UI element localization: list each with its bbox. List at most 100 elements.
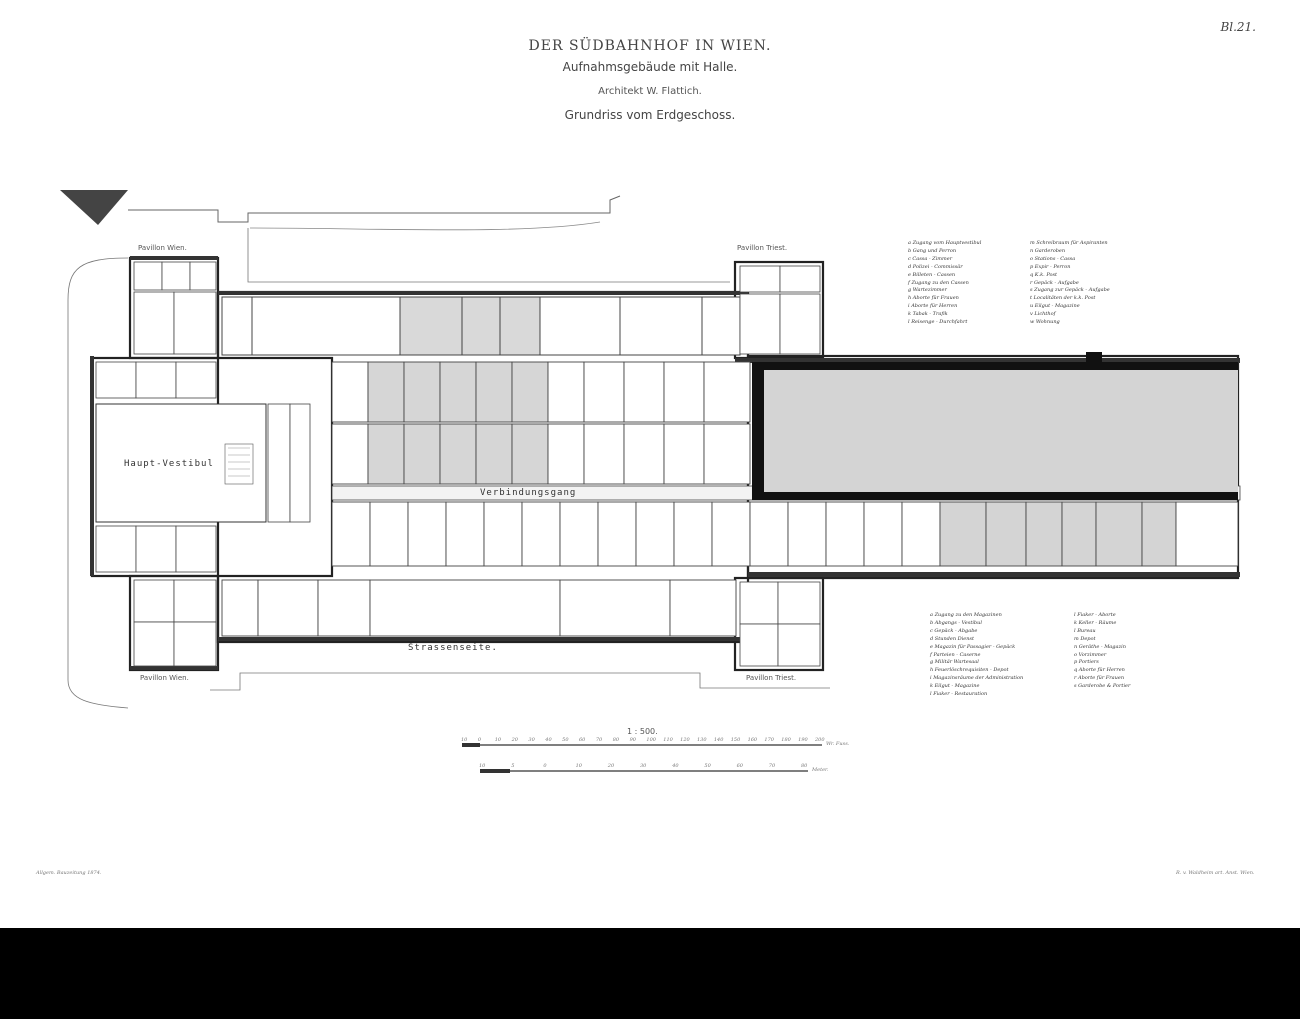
legend-entry: b Gang und Perron (908, 247, 957, 254)
legend-top-right: m Schreibraum für Aspiranten n Garderobe… (1030, 240, 1110, 327)
scale-tick-label: 50 (562, 737, 569, 743)
legend-entry: h Aborte für Frauen (908, 295, 959, 302)
scale-tick-label: 0 (543, 763, 547, 769)
street-rooms (221, 579, 737, 637)
legend-entry: u Eilgut - Magazine (1030, 303, 1080, 310)
bottom-band (0, 928, 1300, 1019)
legend-entry: d Polizei - Commissär (908, 263, 963, 270)
legend-entry: l Fiaker - Aborte (1074, 612, 1116, 618)
legend-entry: i Aborte für Herren (908, 303, 958, 310)
legend-entry: n Geräthe - Magazin (1074, 643, 1126, 650)
legend-entry: i Magazinsräume der Administration (930, 675, 1024, 682)
legend-top-left: a Zugang vom Hauptvestibul b Gang und Pe… (908, 240, 981, 327)
legend-entry: g Wartezimmer (908, 287, 947, 294)
legend-entry: a Zugang vom Hauptvestibul (908, 240, 982, 246)
legend-entry: q Aborte für Herren (1074, 667, 1125, 674)
lower-rooms (331, 501, 1239, 567)
scale-tick-label: 70 (595, 737, 603, 743)
legend-entry: v Lichthof (1030, 311, 1056, 318)
legend-entry: t Localitäten der k.k. Post (1030, 295, 1096, 302)
scale-tick-label: 60 (736, 763, 743, 769)
scale-tick-label: 10 (494, 737, 502, 743)
legend-entry: p Expir - Perron (1030, 263, 1071, 270)
legend-entry: e Billeten - Cassen (908, 271, 956, 278)
legend-entry: o Stations - Cassa (1030, 255, 1076, 262)
legend-entry: s Garderobe & Portier (1074, 683, 1131, 690)
legend-entry: f Zugang zu den Cassen (908, 279, 969, 286)
label-pavilion-triest-bottom: Pavillon Triest. (746, 674, 797, 682)
scale-tick-label: 20 (607, 763, 615, 769)
drawing-sheet: Bl.21. DER SÜDBAHNHOF IN WIEN. Aufnahmsg… (36, 20, 1256, 876)
label-strassenseite: Strassenseite. (408, 643, 498, 653)
scale-tick-label: 140 (713, 737, 724, 743)
legend-entry: p Portiers (1074, 659, 1099, 666)
legend-entry: m Schreibraum für Aspiranten (1030, 240, 1108, 246)
label-pavilion-triest-top: Pavillon Triest. (737, 244, 788, 252)
scale-tick-label: 40 (545, 737, 552, 743)
legend-entry: q K.k. Post (1030, 271, 1058, 278)
scale-tick-label: 170 (764, 737, 774, 743)
train-hall (752, 352, 1238, 500)
legend-bottom-left: a Zugang zu den Magazinen b Abgangs - Ve… (930, 612, 1023, 699)
scale-tick-label: 10 (479, 763, 486, 769)
legend-entry: f Parteien - Caserne (930, 651, 981, 658)
scale-tick-label: 110 (663, 737, 673, 743)
legend-entry: c Cassa - Zimmer (908, 255, 953, 262)
legend-entry: h Feuerlöschrequisiten - Depot (930, 667, 1009, 674)
legend-entry: r Gepäck - Aufgabe (1030, 279, 1079, 286)
legend-entry: d Stunden Dienst (930, 635, 974, 642)
scale-ratio: 1 : 500. (627, 727, 658, 736)
sheet-title: DER SÜDBAHNHOF IN WIEN. (528, 38, 772, 54)
scale-tick-label: 200 (815, 737, 825, 743)
scale-tick-label: 50 (704, 763, 711, 769)
scale-tick-label: 70 (768, 763, 776, 769)
scale-bar-feet (462, 743, 822, 747)
legend-entry: l Bureau (1074, 627, 1096, 634)
plan-name: Grundriss vom Erdgeschoss. (564, 108, 736, 122)
legend-entry: o Vorzimmer (1074, 651, 1107, 658)
scale-tick-label: 60 (579, 737, 586, 743)
legend-entry: g Militär Wartesaal (930, 659, 979, 666)
scale-tick-label: 150 (730, 737, 741, 743)
scale-tick-label: 130 (697, 737, 707, 743)
scale-tick-label: 20 (511, 737, 518, 743)
scale-meter-unit: Meter. (812, 767, 829, 773)
wall-columns (90, 256, 1240, 670)
legend-entry: b Abgangs - Vestibul (930, 619, 982, 626)
scale-tick-label: 80 (612, 737, 620, 743)
credit-right: R. v. Waldheim art. Anst. Wien. (1176, 870, 1255, 876)
legend-entry: r Aborte für Frauen (1074, 675, 1125, 682)
sheet-number: Bl.21. (1220, 20, 1256, 34)
floor-plan-drawing (60, 190, 1241, 773)
legend-bottom-right: l Fiaker - Aborte k Keller - Räume l Bur… (1074, 612, 1130, 691)
legend-entry: a Zugang zu den Magazinen (930, 612, 1002, 618)
label-verbindungsgang: Verbindungsgang (480, 488, 577, 498)
upper-rooms (221, 296, 741, 356)
scale-tick-label: 180 (781, 737, 791, 743)
scale-feet-unit: Wr. Fuss. (826, 741, 850, 747)
middle-rooms (331, 361, 751, 485)
legend-entry: n Garderoben (1030, 247, 1066, 254)
legend-entry: l Fiaker - Restauration (930, 691, 988, 698)
scale-tick-label: 80 (801, 763, 808, 769)
left-pavilion-rooms (95, 261, 311, 667)
scale-tick-label: 90 (629, 737, 636, 743)
scale-tick-label: 100 (646, 737, 656, 743)
legend-entry: k Keller - Räume (1074, 619, 1117, 626)
legend-entry: l Reisenge - Durchfahrt (908, 319, 968, 326)
legend-entry: k Tabak - Trafik (908, 311, 948, 318)
site-boundary (60, 190, 830, 709)
label-haupt-vestibul: Haupt-Vestibul (124, 459, 214, 469)
legend-entry: w Wohnung (1030, 319, 1060, 326)
north-marker (60, 190, 128, 225)
scale-tick-label: 10 (461, 737, 468, 743)
sheet-subtitle: Aufnahmsgebäude mit Halle. (562, 60, 738, 74)
scale-tick-label: 30 (640, 763, 647, 769)
legend-entry: e Magazin für Passagier - Gepäck (930, 643, 1016, 650)
scale-tick-label: 5 (511, 763, 515, 769)
scale-tick-label: 120 (680, 737, 690, 743)
scale-bar-meter (480, 769, 808, 773)
scale-tick-label: 30 (528, 737, 535, 743)
scale-tick-label: 40 (672, 763, 679, 769)
legend-entry: m Depot (1074, 635, 1096, 642)
